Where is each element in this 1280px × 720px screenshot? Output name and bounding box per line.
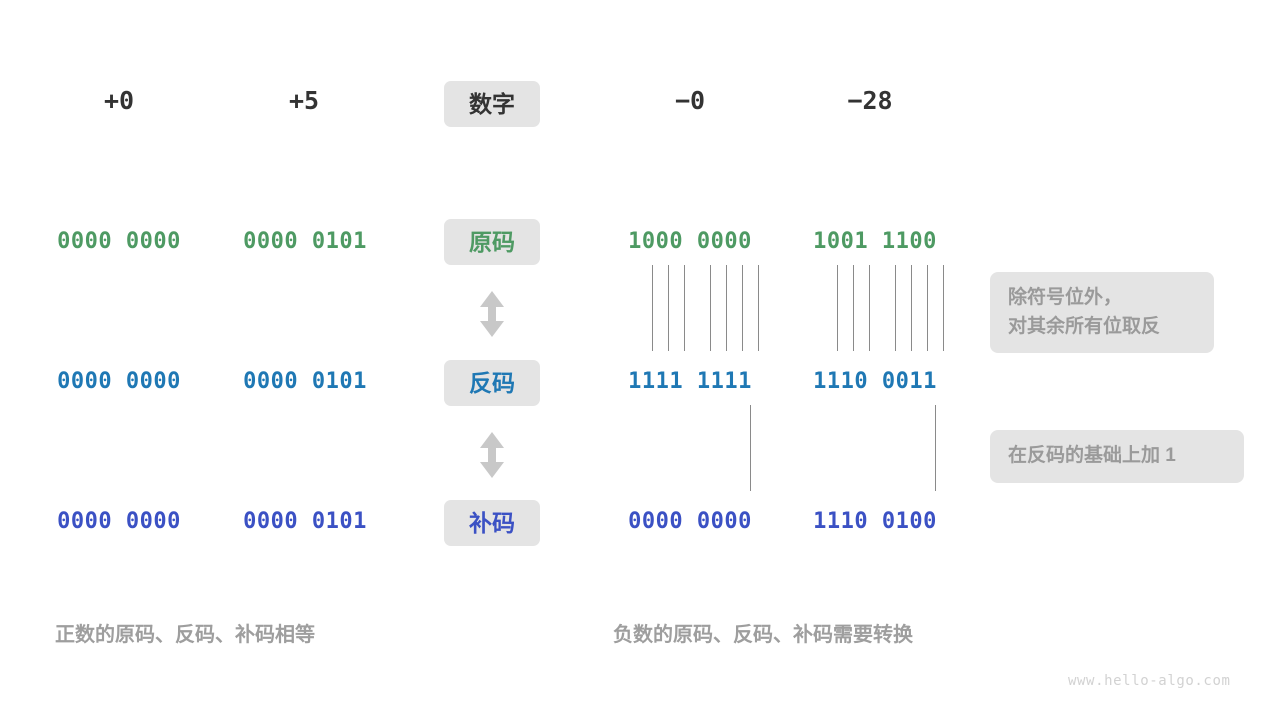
connector-line [911, 265, 912, 351]
connector-line [943, 265, 944, 351]
connector-line [742, 265, 743, 351]
connector-line [684, 265, 685, 351]
connector-line [652, 265, 653, 351]
true-form-negative-twenty-eight-bits: 1001 1100 [813, 229, 937, 254]
twos-complement-positive-zero-bits: 0000 0000 [57, 509, 181, 534]
true-form-positive-five-bits: 0000 0101 [243, 229, 367, 254]
twos-complement-negative-twenty-eight-bits: 1110 0100 [813, 509, 937, 534]
true-form-positive-zero-bits: 0000 0000 [57, 229, 181, 254]
connector-line [895, 265, 896, 351]
annotation-add-one: 在反码的基础上加 1 [990, 430, 1244, 483]
connector-line [710, 265, 711, 351]
caption-negative-convert: 负数的原码、反码、补码需要转换 [613, 624, 913, 646]
connector-line [837, 265, 838, 351]
connector-line [935, 405, 936, 491]
connector-line [853, 265, 854, 351]
row-label-pill-twos-complement: 补码 [444, 500, 540, 546]
annotation-invert-non-sign-bits: 除符号位外， 对其余所有位取反 [990, 272, 1214, 353]
number-header-minus-twenty-eight: −28 [847, 86, 893, 115]
caption-positive-equal: 正数的原码、反码、补码相等 [55, 624, 315, 646]
twos-complement-positive-five-bits: 0000 0101 [243, 509, 367, 534]
connector-line [758, 265, 759, 351]
up-down-arrow-icon-true-to-ones [477, 289, 507, 339]
number-header-plus-five: +5 [288, 86, 320, 115]
connector-line [726, 265, 727, 351]
connector-line [668, 265, 669, 351]
up-down-arrow-icon-ones-to-twos [477, 430, 507, 480]
connector-line [869, 265, 870, 351]
ones-complement-positive-five-bits: 0000 0101 [243, 369, 367, 394]
row-header-pill-number: 数字 [444, 81, 540, 127]
watermark-site-url: www.hello-algo.com [1068, 673, 1231, 689]
connector-line [927, 265, 928, 351]
connector-line [750, 405, 751, 491]
true-form-negative-zero-bits: 1000 0000 [628, 229, 752, 254]
number-header-plus-zero: +0 [103, 86, 135, 115]
twos-complement-negative-zero-bits: 0000 0000 [628, 509, 752, 534]
row-label-pill-true-form: 原码 [444, 219, 540, 265]
row-label-pill-ones-complement: 反码 [444, 360, 540, 406]
ones-complement-positive-zero-bits: 0000 0000 [57, 369, 181, 394]
number-header-minus-zero: −0 [674, 86, 706, 115]
ones-complement-negative-twenty-eight-bits: 1110 0011 [813, 369, 937, 394]
ones-complement-negative-zero-bits: 1111 1111 [628, 369, 752, 394]
